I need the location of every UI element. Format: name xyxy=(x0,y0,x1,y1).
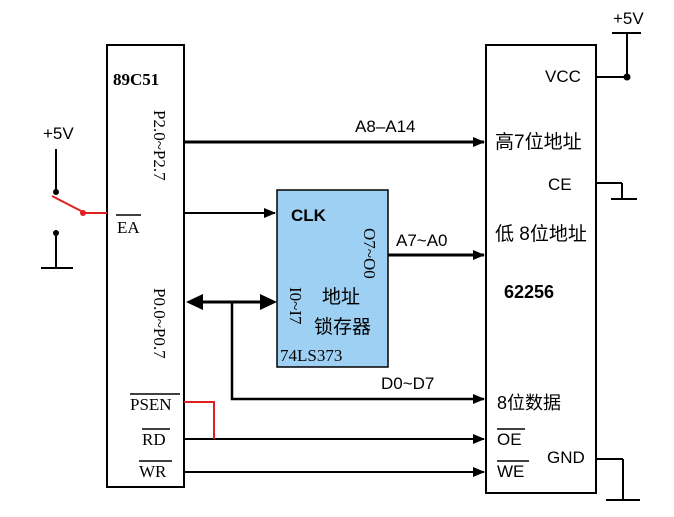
ram-62256-box xyxy=(485,44,597,494)
vcc-junction xyxy=(623,73,631,81)
mcu-psen-label: PSEN xyxy=(130,395,172,414)
ram-high-addr-label: 高7位地址 xyxy=(495,131,582,153)
latch-box xyxy=(276,189,389,368)
mcu-port0-label: P0.0~P0.7 xyxy=(150,288,169,359)
ram-data-label: 8位数据 xyxy=(497,393,561,413)
ram-oe-label: OE xyxy=(497,430,522,449)
latch-title-2: 锁存器 xyxy=(314,316,371,338)
bus-a8-a14-label: A8–A14 xyxy=(355,117,416,136)
mcu-title: 89C51 xyxy=(113,70,159,89)
latch-out-label: O7~O0 xyxy=(360,228,379,279)
mcu-rd-label: RD xyxy=(142,430,166,449)
ram-ce-label: CE xyxy=(548,175,572,194)
right-5v-label: +5V xyxy=(613,9,644,28)
left-5v-label: +5V xyxy=(43,124,74,143)
ram-we-label: WE xyxy=(497,462,524,481)
latch-part-label: 74LS373 xyxy=(280,346,342,365)
psen-red-wire xyxy=(184,401,215,439)
p0-bus-right-arrow xyxy=(260,294,277,310)
ram-gnd-label: GND xyxy=(547,448,585,467)
latch-title-1: 地址 xyxy=(322,286,360,308)
mcu-ea-label: EA xyxy=(117,218,140,237)
ram-vcc-label: VCC xyxy=(545,67,581,86)
latch-clk-label: CLK xyxy=(291,206,327,225)
ea-junction xyxy=(80,210,86,216)
switch-top-terminal xyxy=(53,189,59,195)
bus-d0-d7-label: D0~D7 xyxy=(381,374,434,393)
switch-bottom-terminal xyxy=(53,230,59,236)
latch-in-label: I0~I7 xyxy=(286,287,305,325)
mcu-89c51-box xyxy=(106,44,185,488)
switch-lever xyxy=(51,195,86,214)
ram-part-label: 62256 xyxy=(504,282,554,302)
mcu-port2-label: P2.0~P2.7 xyxy=(150,110,169,181)
p0-bus-left-arrow xyxy=(186,294,203,310)
mcu-wr-label: WR xyxy=(139,462,167,481)
ram-low-addr-label: 低 8位地址 xyxy=(495,223,587,245)
bus-d0-d7-line xyxy=(230,302,485,404)
bus-a7-a0-label: A7~A0 xyxy=(396,231,448,250)
